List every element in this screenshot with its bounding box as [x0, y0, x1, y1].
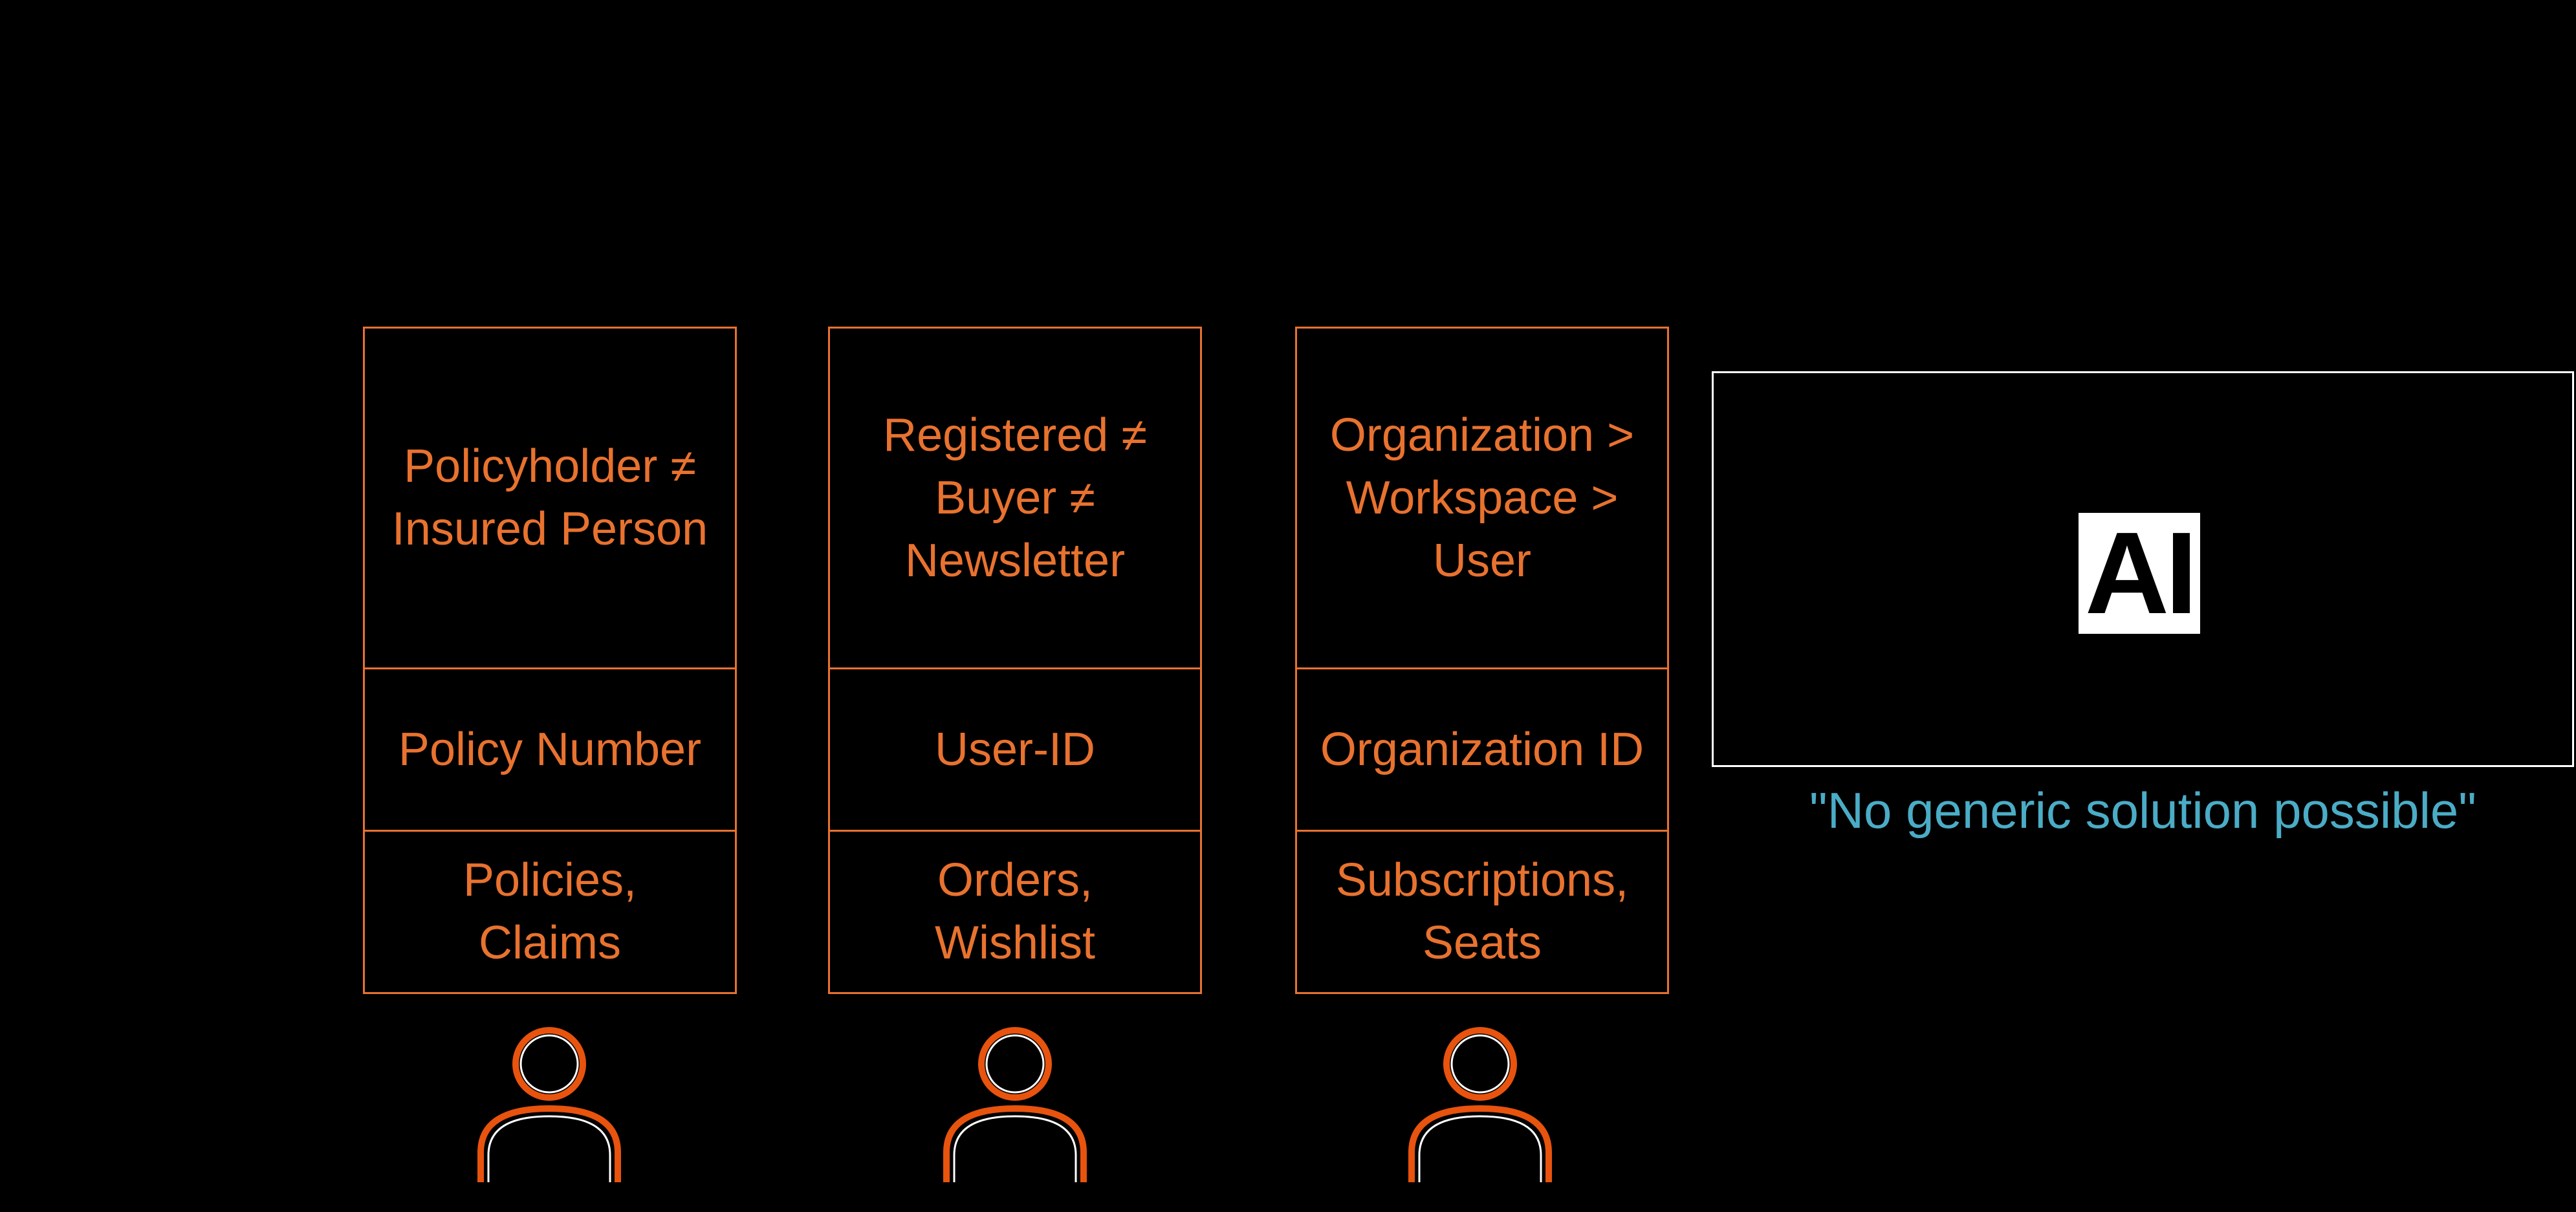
person-icon — [477, 1027, 621, 1182]
ai-logo-text: AI — [2085, 508, 2198, 638]
person-body-inner-line — [1418, 1115, 1542, 1182]
card-artifacts: Policies, Claims — [363, 830, 737, 994]
person-icon — [1408, 1027, 1552, 1182]
person-head-inner-line — [1450, 1034, 1510, 1094]
card-artifacts: Subscriptions, Seats — [1295, 830, 1669, 994]
person-head-inner-line — [519, 1034, 579, 1094]
person-head — [978, 1027, 1052, 1101]
person-body-inner-line — [953, 1115, 1077, 1182]
card-title: Registered ≠ Buyer ≠ Newsletter — [828, 327, 1202, 669]
person-icon — [943, 1027, 1087, 1182]
card-saas: Organization > Workspace > User Organiza… — [1295, 327, 1669, 994]
card-insurance: Policyholder ≠ Insured Person Policy Num… — [363, 327, 737, 994]
card-identifier: Organization ID — [1295, 667, 1669, 832]
person-body — [943, 1105, 1087, 1182]
person-head — [512, 1027, 586, 1101]
person-body — [1408, 1105, 1552, 1182]
person-head — [1443, 1027, 1517, 1101]
card-ecommerce: Registered ≠ Buyer ≠ Newsletter User-ID … — [828, 327, 1202, 994]
card-artifacts: Orders, Wishlist — [828, 830, 1202, 994]
person-body-inner-line — [487, 1115, 611, 1182]
card-title: Organization > Workspace > User — [1295, 327, 1669, 669]
ai-quote-text: "No generic solution possible" — [1809, 782, 2476, 839]
ai-logo: AI — [2079, 508, 2200, 638]
card-identifier: User-ID — [828, 667, 1202, 832]
card-title: Policyholder ≠ Insured Person — [363, 327, 737, 669]
ai-panel-box — [1712, 371, 2574, 767]
person-body — [477, 1105, 621, 1182]
card-identifier: Policy Number — [363, 667, 737, 832]
person-head-inner-line — [985, 1034, 1045, 1094]
